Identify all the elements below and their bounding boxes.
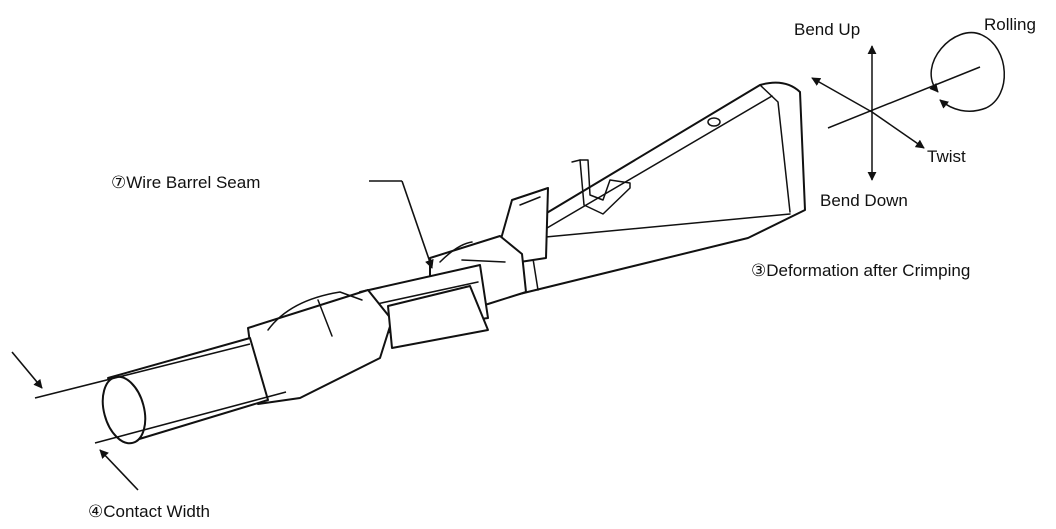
label-bend-down: Bend Down <box>820 191 908 210</box>
dimension-line-bottom <box>94 391 287 444</box>
contact-width-arrow-bottom <box>99 449 139 491</box>
rolling-arrow-icon <box>929 32 1006 112</box>
terminal-lance <box>579 159 631 215</box>
contact-width-arrow-top <box>11 351 43 389</box>
twist-axis-lower <box>871 111 925 149</box>
rolling-axis <box>827 66 981 129</box>
wire-barrel-seam-callout <box>369 180 434 269</box>
contact-width-dimension <box>11 343 287 491</box>
label-rolling: Rolling <box>984 15 1036 34</box>
wire-barrel-seam-leader-diagonal <box>401 180 434 269</box>
label-twist: Twist <box>927 147 966 166</box>
terminal-box-body <box>494 81 806 301</box>
label-bend-up: Bend Up <box>794 20 860 39</box>
label-contact-width: ④Contact Width <box>88 502 210 521</box>
twist-axis-upper <box>811 77 873 113</box>
label-wire-barrel-seam: ⑦Wire Barrel Seam <box>111 173 260 192</box>
crimp-terminal-drawing <box>101 81 806 445</box>
deformation-axes <box>811 32 1006 181</box>
dimension-line-top <box>34 343 251 399</box>
crimp-sleeve <box>387 285 489 349</box>
label-deformation: ③Deformation after Crimping <box>751 261 970 280</box>
